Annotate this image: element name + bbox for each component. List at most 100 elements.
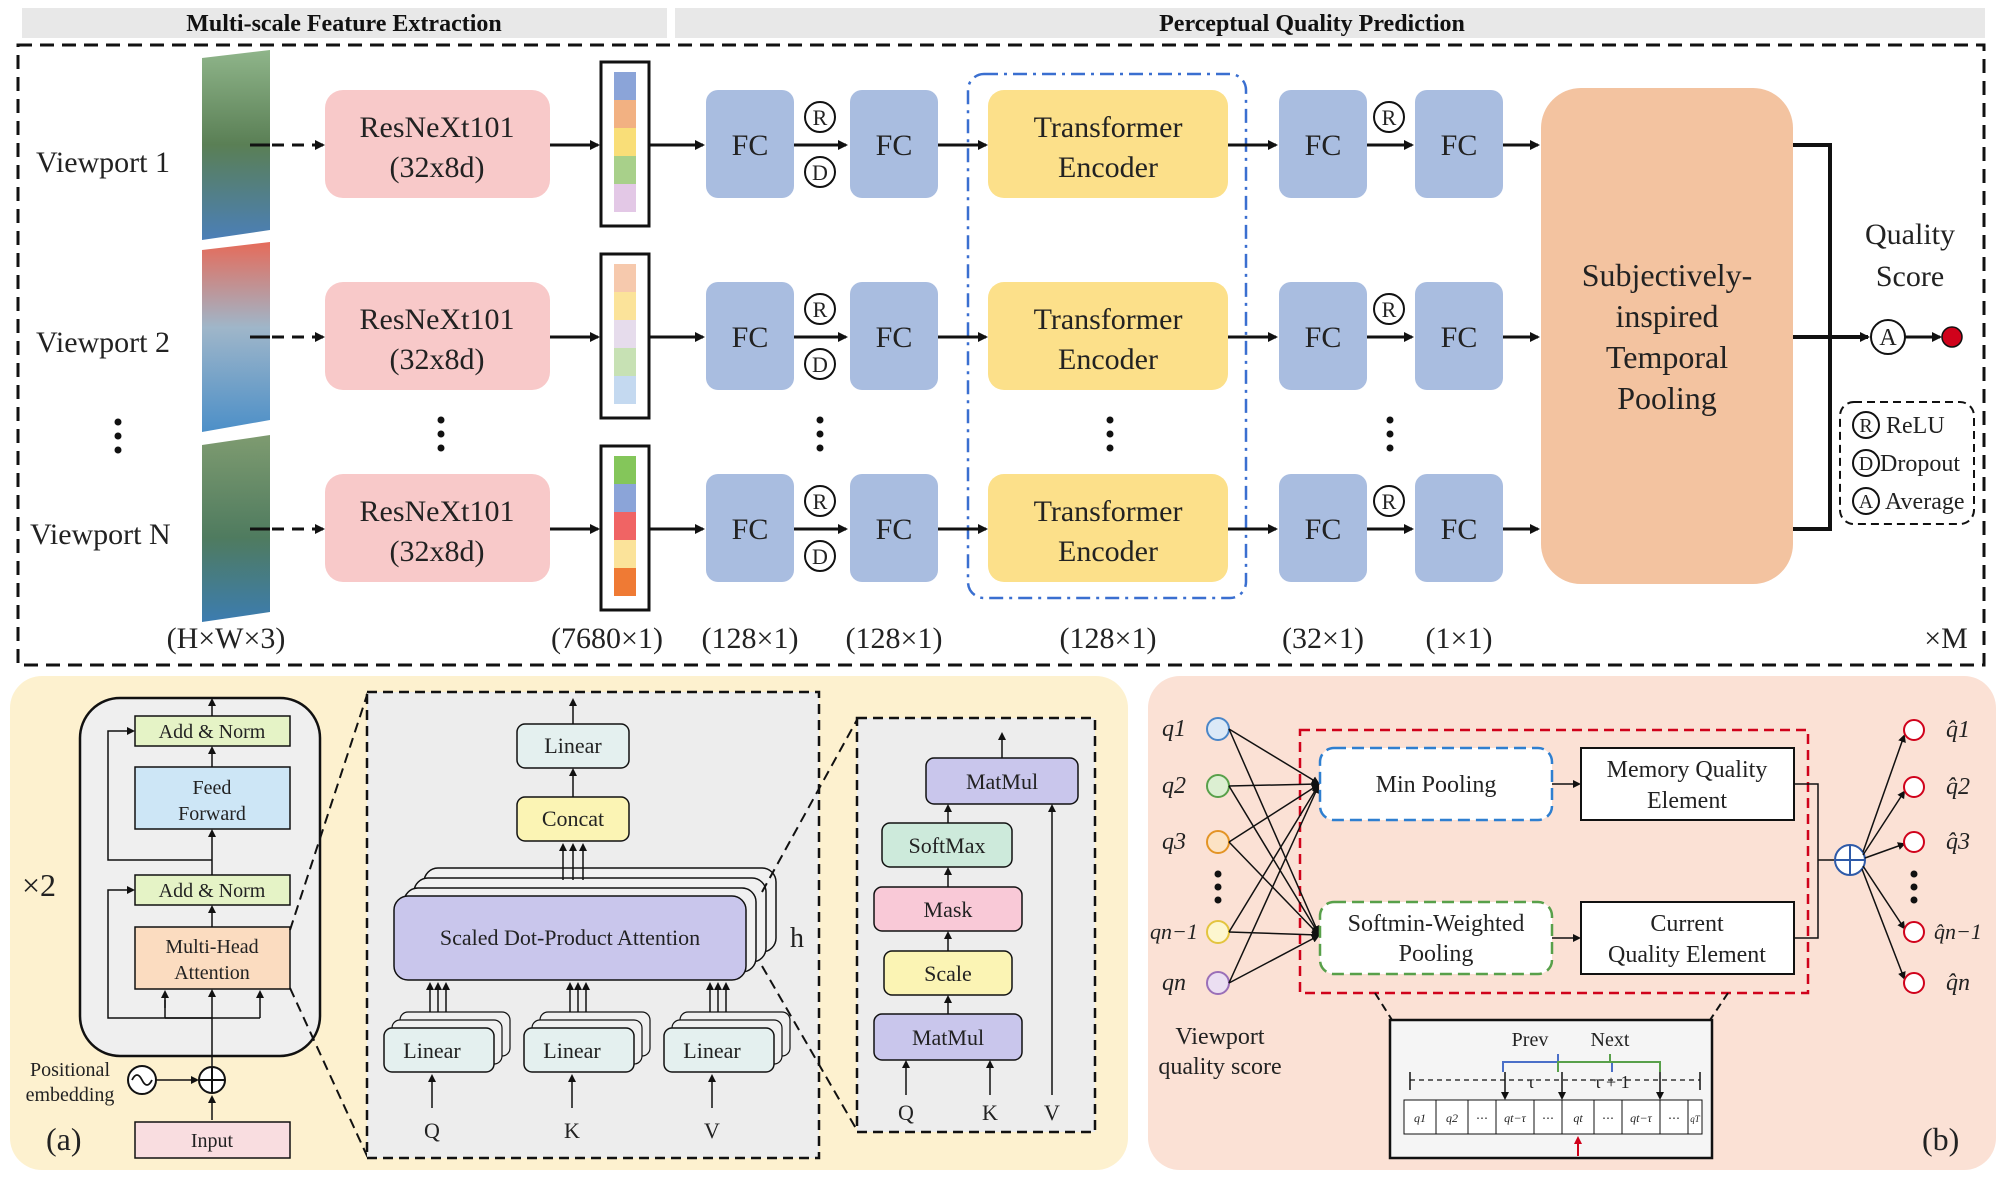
ellipsis-dots: [114, 416, 1394, 454]
viewport-n-label: Viewport N: [30, 518, 171, 551]
panel-a-label: (a): [46, 1121, 82, 1157]
dropout-letter: D: [812, 160, 828, 185]
fc2-label: FC: [876, 129, 913, 162]
quality-score-label-1: Quality: [1865, 218, 1955, 251]
current-element-box: [1580, 901, 1795, 975]
fc3-label: FC: [1305, 321, 1342, 354]
sdpa-detail-arrows: [902, 732, 1056, 1095]
relu-letter: R: [813, 297, 828, 322]
linear-v-stack: [663, 1011, 791, 1073]
linear-q-box: [383, 1027, 495, 1073]
encoder-sub: Encoder: [1058, 151, 1158, 184]
relu-op: [804, 293, 836, 325]
dim-fc2: (128×1): [846, 622, 943, 655]
seq-cell-2: q2: [1446, 1111, 1458, 1125]
fc3-box: [1279, 90, 1367, 198]
q1-label: q1: [1162, 716, 1186, 742]
next-label: Next: [1591, 1029, 1630, 1051]
header-left: Multi-scale Feature Extraction: [186, 11, 501, 37]
sequence-cells: [1403, 1099, 1703, 1135]
fc2-label: FC: [876, 513, 913, 546]
linear-k-label: Linear: [543, 1038, 601, 1063]
encoder-box: [988, 90, 1228, 198]
header-right: Perceptual Quality Prediction: [1159, 11, 1465, 37]
viewport-1-image: [202, 50, 270, 240]
sdpa-box: [393, 895, 747, 981]
memory-element-box: [1580, 747, 1795, 821]
sdpa-out-arrows: [559, 843, 587, 880]
row-2: Viewport 2 ResNeXt101 (32x8d) FC R D FC …: [36, 242, 1540, 432]
encoder-box: [988, 474, 1228, 582]
resnext-label: ResNeXt101: [360, 111, 515, 144]
linear-q-label: Linear: [403, 1038, 461, 1063]
q-hat-n-1-label: q̂n−1: [1934, 919, 1982, 944]
encoder-label: Transformer: [1034, 303, 1183, 336]
average-letter: A: [1879, 325, 1897, 351]
dropout-op: [804, 540, 836, 572]
dropout-op: [804, 348, 836, 380]
main-frame: [16, 43, 1986, 667]
header-left-bg: [22, 8, 667, 38]
q-hat-2-label: q̂2: [1946, 774, 1970, 800]
q2-label: q2: [1162, 773, 1186, 799]
dim-encoder: (128×1): [1060, 622, 1157, 655]
viewport-2-label: Viewport 2: [36, 326, 170, 359]
pooling-line-3: Temporal: [1606, 339, 1728, 375]
legend-average-letter: A: [1859, 491, 1874, 513]
q3-label: q3: [1162, 829, 1186, 855]
qkv-arrows: [426, 982, 730, 1108]
linear-q-stack: [383, 1011, 511, 1073]
encoder-label: Transformer: [1034, 111, 1183, 144]
legend-dropout-label: Dropout: [1880, 451, 1960, 477]
seq-cell-8: qt−τ: [1630, 1111, 1652, 1125]
q-hat-n-label: q̂n: [1946, 970, 1970, 996]
fc1-label: FC: [732, 129, 769, 162]
softmin-label-1: Softmin-Weighted: [1348, 911, 1525, 937]
pooling-line-1: Subjectively-: [1582, 257, 1753, 293]
viewport-2-image: [202, 242, 270, 432]
fc4-label: FC: [1441, 129, 1478, 162]
mha-label-1: Multi-Head: [165, 936, 258, 958]
fc3-box: [1279, 474, 1367, 582]
resnext-box: [325, 90, 550, 198]
head-count-label: h: [790, 923, 804, 954]
time-window-box: [1388, 1018, 1714, 1160]
encoder-box: [988, 282, 1228, 390]
pooling-line-4: Pooling: [1617, 380, 1717, 416]
seq-cell-9: ⋯: [1668, 1111, 1680, 1125]
dim-fc4: (1×1): [1426, 622, 1493, 655]
fc1-box: [706, 474, 794, 582]
fc4-label: FC: [1441, 321, 1478, 354]
add-norm-bottom-label: Add & Norm: [159, 880, 266, 902]
positional-label-1: Positional: [30, 1059, 110, 1081]
matmul-bottom-label: MatMul: [912, 1025, 984, 1050]
fc3-label: FC: [1305, 513, 1342, 546]
relu-letter: R: [813, 105, 828, 130]
softmax-label: SoftMax: [909, 833, 986, 858]
feed-forward-label-1: Feed: [193, 777, 232, 799]
tau-plus-one-label: τ + 1: [1594, 1072, 1629, 1092]
softmin-label-2: Pooling: [1399, 941, 1474, 967]
tau-label: τ: [1527, 1072, 1534, 1092]
dim-repeat: ×M: [1924, 622, 1968, 655]
seq-cell-5: ⋯: [1542, 1111, 1554, 1125]
memory-label-2: Element: [1647, 788, 1727, 814]
legend-box: [1839, 401, 1975, 525]
sdpa-v-label: V: [1044, 1100, 1060, 1125]
dim-fc1: (128×1): [702, 622, 799, 655]
add-norm-top-label: Add & Norm: [159, 721, 266, 743]
fc2-label: FC: [876, 321, 913, 354]
current-label-2: Quality Element: [1608, 942, 1766, 968]
current-label-1: Current: [1650, 911, 1724, 937]
legend-relu-icon: [1852, 411, 1880, 439]
legend-average-icon: [1852, 487, 1880, 515]
fc3-box: [1279, 282, 1367, 390]
k-label: K: [564, 1118, 580, 1143]
viewport-score-label-1: Viewport: [1175, 1024, 1265, 1050]
fc2-box: [850, 90, 938, 198]
mha-label-2: Attention: [174, 962, 250, 984]
pooling-line-2: inspired: [1615, 298, 1718, 334]
resnext-box: [325, 282, 550, 390]
row-1: Viewport 1 ResNeXt101 (32x8d) FC R D FC …: [36, 50, 1540, 240]
